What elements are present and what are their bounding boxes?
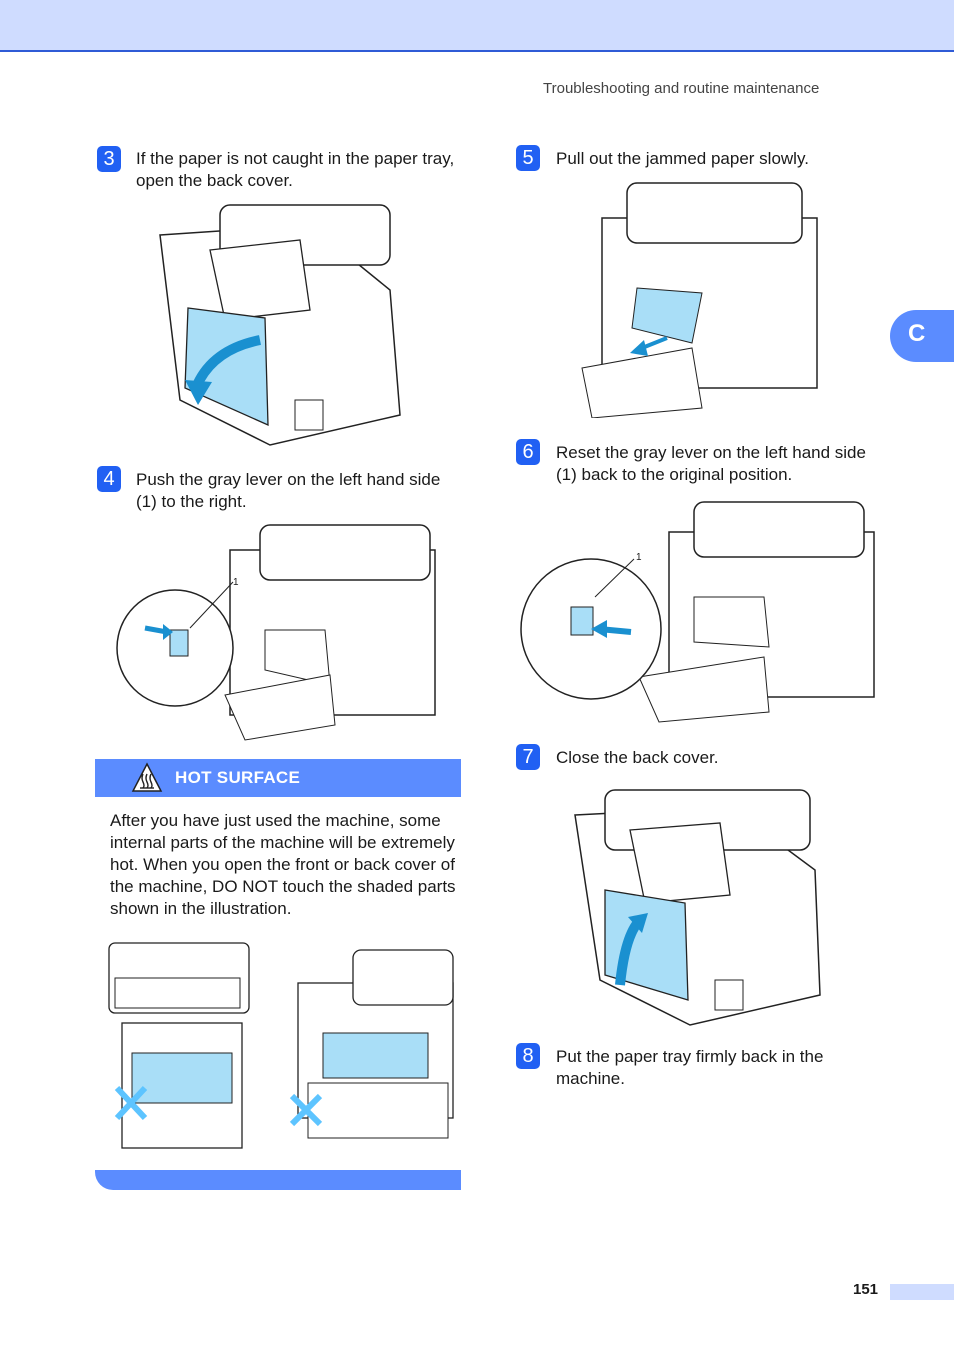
step-text-4: Push the gray lever on the left hand sid… (136, 470, 441, 511)
page-number-bar (890, 1284, 954, 1300)
step-text-6: Reset the gray lever on the left hand si… (556, 443, 866, 484)
illustration-reset-lever (519, 497, 879, 727)
step-number-6: 6 (516, 439, 540, 465)
hot-surface-warning-icon (131, 762, 163, 799)
illustration-close-back-cover (570, 785, 830, 1030)
step-text-3: If the paper is not caught in the paper … (136, 149, 455, 190)
step-number-8: 8 (516, 1043, 540, 1069)
running-header: Troubleshooting and routine maintenance (543, 80, 820, 97)
illustration-push-lever (115, 520, 445, 745)
step-text-5: Pull out the jammed paper slowly. (556, 149, 809, 168)
hot-surface-banner: HOT SURFACE (95, 759, 461, 797)
callout-label-1-step6: 1 (636, 552, 642, 563)
illustration-open-back-cover (150, 200, 410, 455)
chapter-tab[interactable]: C (890, 310, 954, 362)
step-number-5: 5 (516, 145, 540, 171)
step-number-3: 3 (97, 146, 121, 172)
illustration-hot-parts-back (278, 938, 458, 1148)
illustration-pull-out-paper (572, 178, 827, 418)
hot-surface-body: After you have just used the machine, so… (110, 811, 456, 918)
hot-surface-footer-bar (95, 1170, 461, 1190)
step-text-8: Put the paper tray firmly back in the ma… (556, 1047, 824, 1088)
illustration-hot-parts-front (97, 938, 257, 1156)
step-number-4: 4 (97, 466, 121, 492)
hot-surface-title: HOT SURFACE (175, 768, 301, 787)
step-text-7: Close the back cover. (556, 748, 719, 767)
callout-label-1-step4: 1 (233, 577, 239, 588)
step-number-7: 7 (516, 744, 540, 770)
page-number: 151 (853, 1281, 879, 1298)
chapter-tab-label: C (908, 320, 926, 347)
top-header-band (0, 0, 954, 52)
